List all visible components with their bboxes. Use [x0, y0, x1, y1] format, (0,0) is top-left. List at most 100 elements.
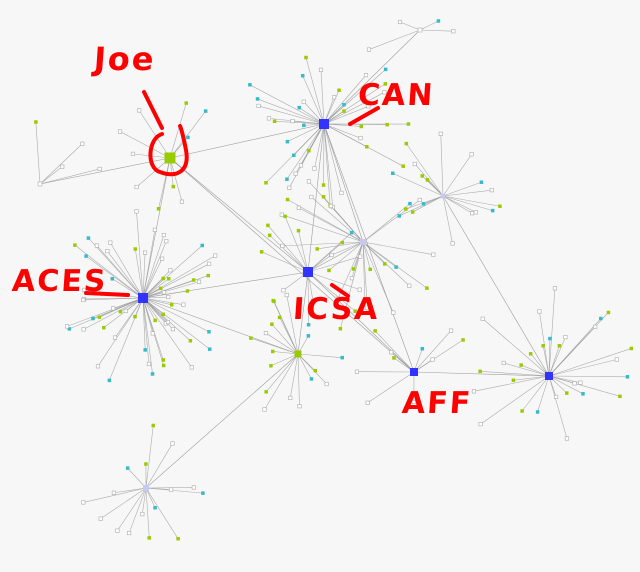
leaf-node[interactable] — [110, 277, 115, 281]
leaf-node[interactable] — [309, 377, 314, 381]
leaf-node[interactable] — [342, 109, 346, 113]
leaf-node[interactable] — [315, 247, 319, 251]
leaf-node[interactable] — [133, 247, 138, 251]
leaf-node[interactable] — [606, 310, 611, 315]
leaf-node[interactable] — [436, 19, 441, 23]
leaf-node[interactable] — [340, 240, 344, 245]
leaf-node[interactable] — [342, 102, 346, 107]
leaf-node[interactable] — [511, 378, 516, 383]
leaf-node[interactable] — [581, 392, 585, 396]
leaf-node[interactable] — [111, 306, 116, 311]
leaf-node[interactable] — [312, 166, 317, 171]
leaf-node[interactable] — [535, 410, 540, 414]
hub-node-l2[interactable] — [440, 193, 446, 199]
leaf-node[interactable] — [206, 273, 210, 278]
leaf-node[interactable] — [565, 391, 569, 395]
hub-node-g1[interactable] — [294, 350, 302, 358]
leaf-node[interactable] — [430, 357, 435, 362]
leaf-node[interactable] — [528, 352, 533, 356]
leaf-node[interactable] — [451, 29, 456, 34]
leaf-node[interactable] — [161, 363, 166, 368]
leaf-node[interactable] — [249, 336, 253, 340]
leaf-node[interactable] — [338, 326, 343, 331]
leaf-node[interactable] — [112, 335, 118, 340]
leaf-node[interactable] — [357, 287, 362, 292]
leaf-node[interactable] — [490, 208, 495, 213]
leaf-node[interactable] — [618, 394, 622, 399]
leaf-node[interactable] — [363, 309, 368, 314]
leaf-node[interactable] — [321, 195, 326, 199]
leaf-node[interactable] — [281, 288, 286, 293]
leaf-node[interactable] — [548, 336, 552, 341]
leaf-node[interactable] — [134, 184, 139, 190]
leaf-node[interactable] — [407, 283, 412, 288]
leaf-node[interactable] — [189, 365, 194, 370]
leaf-node[interactable] — [349, 276, 354, 281]
leaf-node[interactable] — [98, 516, 103, 521]
leaf-node[interactable] — [255, 97, 260, 101]
leaf-node[interactable] — [86, 236, 91, 240]
leaf-node[interactable] — [329, 252, 334, 258]
leaf-node[interactable] — [501, 360, 506, 365]
leaf-node[interactable] — [115, 528, 120, 533]
leaf-node[interactable] — [327, 268, 331, 273]
leaf-node[interactable] — [143, 348, 147, 352]
leaf-node[interactable] — [94, 243, 99, 248]
leaf-node[interactable] — [176, 536, 180, 541]
leaf-node[interactable] — [184, 101, 188, 105]
leaf-node[interactable] — [123, 308, 128, 313]
leaf-node[interactable] — [161, 232, 166, 238]
leaf-node[interactable] — [160, 256, 165, 261]
leaf-node[interactable] — [417, 197, 422, 203]
leaf-node[interactable] — [297, 105, 302, 110]
leaf-node[interactable] — [498, 204, 502, 208]
leaf-node[interactable] — [364, 297, 369, 302]
leaf-node[interactable] — [479, 180, 484, 184]
leaf-node[interactable] — [191, 278, 196, 282]
leaf-node[interactable] — [385, 122, 389, 127]
leaf-node[interactable] — [328, 203, 333, 209]
leaf-node[interactable] — [287, 185, 292, 190]
leaf-node[interactable] — [277, 315, 282, 320]
leaf-node[interactable] — [489, 188, 494, 193]
leaf-node[interactable] — [404, 141, 409, 146]
leaf-node[interactable] — [284, 292, 289, 298]
leaf-node[interactable] — [150, 331, 155, 336]
leaf-node[interactable] — [271, 298, 275, 303]
leaf-node[interactable] — [213, 253, 218, 258]
leaf-node[interactable] — [368, 267, 373, 272]
leaf-node[interactable] — [349, 230, 354, 235]
leaf-node[interactable] — [359, 124, 364, 129]
leaf-node[interactable] — [298, 163, 304, 168]
leaf-node[interactable] — [340, 355, 344, 360]
leaf-node[interactable] — [520, 409, 524, 413]
leaf-node[interactable] — [279, 212, 284, 217]
leaf-node[interactable] — [91, 316, 95, 321]
leaf-node[interactable] — [200, 243, 204, 248]
leaf-node[interactable] — [302, 123, 306, 128]
leaf-node[interactable] — [541, 343, 545, 348]
leaf-node[interactable] — [389, 350, 394, 355]
leaf-node[interactable] — [65, 324, 70, 329]
leaf-node[interactable] — [397, 19, 403, 25]
leaf-node[interactable] — [102, 325, 106, 330]
leaf-node[interactable] — [339, 190, 344, 195]
hub-node-joe[interactable] — [164, 152, 176, 164]
leaf-node[interactable] — [81, 297, 86, 302]
leaf-node[interactable] — [383, 82, 388, 86]
leaf-node[interactable] — [306, 322, 311, 327]
leaf-node[interactable] — [554, 394, 559, 399]
leaf-node[interactable] — [181, 302, 186, 307]
hub-node-w1[interactable] — [37, 181, 43, 187]
leaf-node[interactable] — [563, 335, 568, 340]
leaf-node[interactable] — [168, 268, 173, 273]
hub-node-l1[interactable] — [360, 239, 366, 245]
leaf-node[interactable] — [140, 512, 145, 517]
leaf-node[interactable] — [313, 368, 318, 373]
leaf-node[interactable] — [161, 358, 166, 362]
leaf-node[interactable] — [133, 314, 137, 319]
hub-node-can[interactable] — [319, 119, 329, 129]
leaf-node[interactable] — [478, 422, 483, 427]
leaf-node[interactable] — [270, 322, 274, 326]
leaf-node[interactable] — [188, 339, 193, 343]
